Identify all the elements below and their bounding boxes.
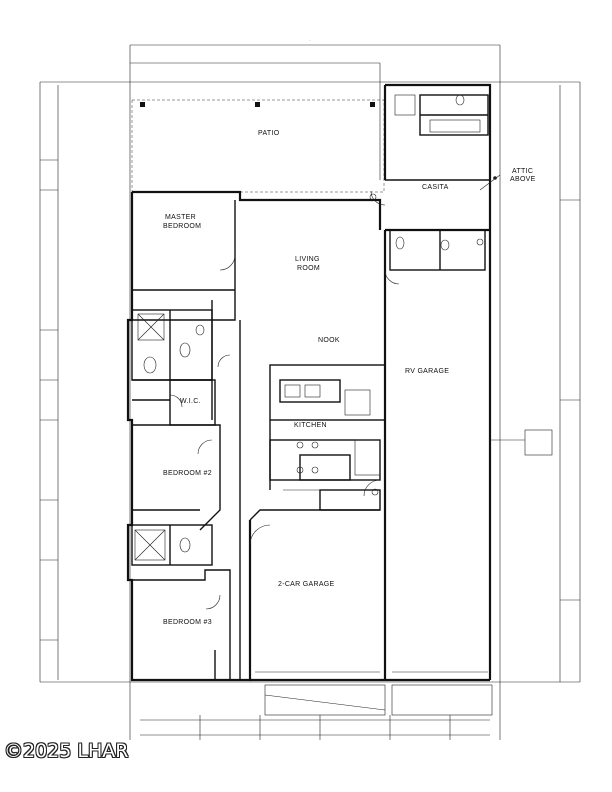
bedroom-3-label: BEDROOM #3 <box>163 619 212 626</box>
bedroom-2-label: BEDROOM #2 <box>163 470 212 477</box>
attic-above-label-line1: ATTIC <box>512 168 534 175</box>
master-bedroom-label-line2: BEDROOM <box>163 223 202 230</box>
attic-above-label-line2: ABOVE <box>510 176 536 183</box>
living-room-label-line1: LIVING <box>295 256 320 263</box>
living-room-label-line2: ROOM <box>297 265 320 272</box>
wic-label: W.I.C. <box>180 398 201 405</box>
kitchen-label: KITCHEN <box>294 422 327 429</box>
two-car-garage-label: 2-CAR GARAGE <box>278 581 335 588</box>
svg-text:·: · <box>309 39 310 43</box>
patio-label: PATIO <box>258 130 280 137</box>
casita-label: CASITA <box>422 184 449 191</box>
rv-garage-label: RV GARAGE <box>405 368 450 375</box>
copyright-watermark: ©2025 LHAR <box>4 740 129 762</box>
master-bedroom-label-line1: MASTER <box>165 214 196 221</box>
nook-label: NOOK <box>318 337 340 344</box>
